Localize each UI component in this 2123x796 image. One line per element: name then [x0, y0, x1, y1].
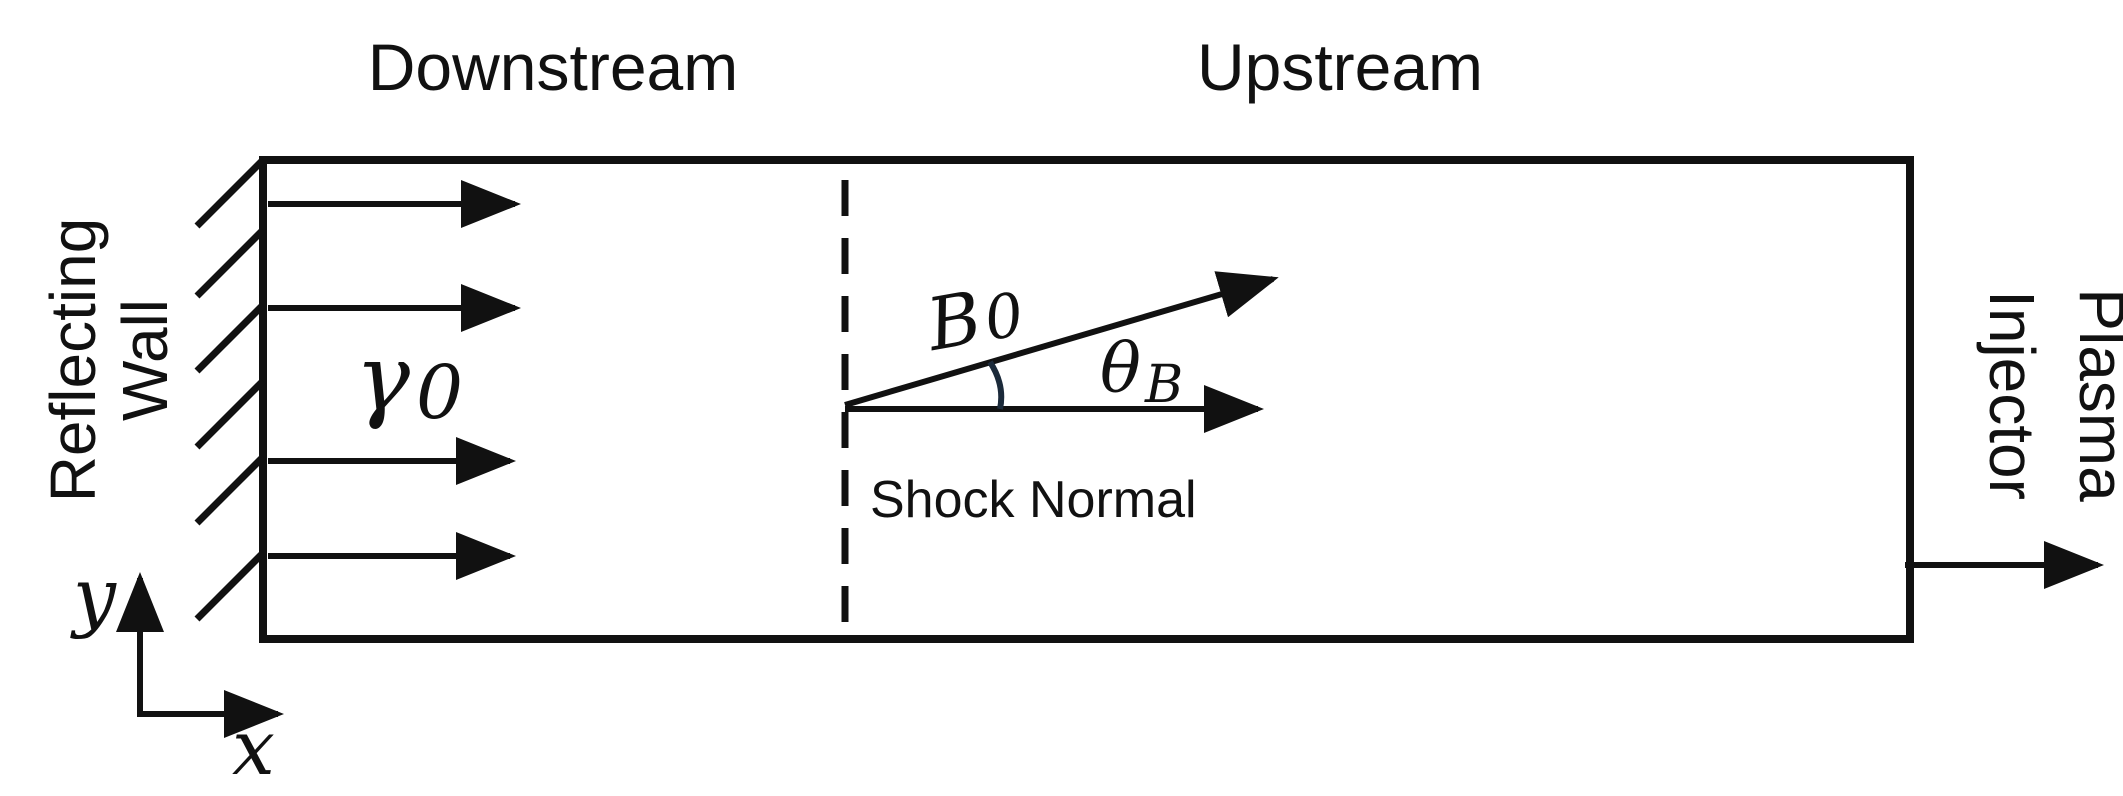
x-axis-label: x — [232, 703, 275, 792]
coordinate-axes — [116, 572, 284, 738]
shock-normal-label: Shock Normal — [870, 471, 1197, 529]
downstream-label: Downstream — [368, 30, 738, 104]
theta-symbol: θ — [1100, 330, 1141, 409]
y-axis-label: y — [70, 551, 117, 640]
angle-arc — [987, 360, 1005, 410]
gamma-subscript: 0 — [416, 350, 463, 436]
theta-label: θ B — [1100, 330, 1183, 415]
magnetic-field-arrow — [844, 271, 1279, 408]
flow-arrows — [268, 180, 521, 580]
plasma-label: Plasma — [2066, 288, 2123, 502]
gamma-symbol: γ — [355, 325, 411, 432]
reflecting-wall-hatching — [194, 157, 266, 622]
injector-label: Injector — [1976, 290, 2048, 500]
reflecting-wall-label: Reflecting Wall — [37, 218, 181, 503]
gamma-label: γ 0 — [355, 325, 463, 436]
upstream-label: Upstream — [1197, 30, 1483, 104]
reflecting-label: Reflecting — [37, 218, 109, 503]
b-subscript: 0 — [979, 280, 1029, 356]
theta-subscript: B — [1144, 355, 1183, 415]
b-field-label: B 0 — [919, 268, 1029, 368]
wall-label: Wall — [109, 299, 181, 421]
plasma-injector-label: Plasma Injector — [1976, 288, 2123, 502]
simulation-box — [259, 156, 1914, 643]
b-symbol: B — [919, 275, 988, 367]
